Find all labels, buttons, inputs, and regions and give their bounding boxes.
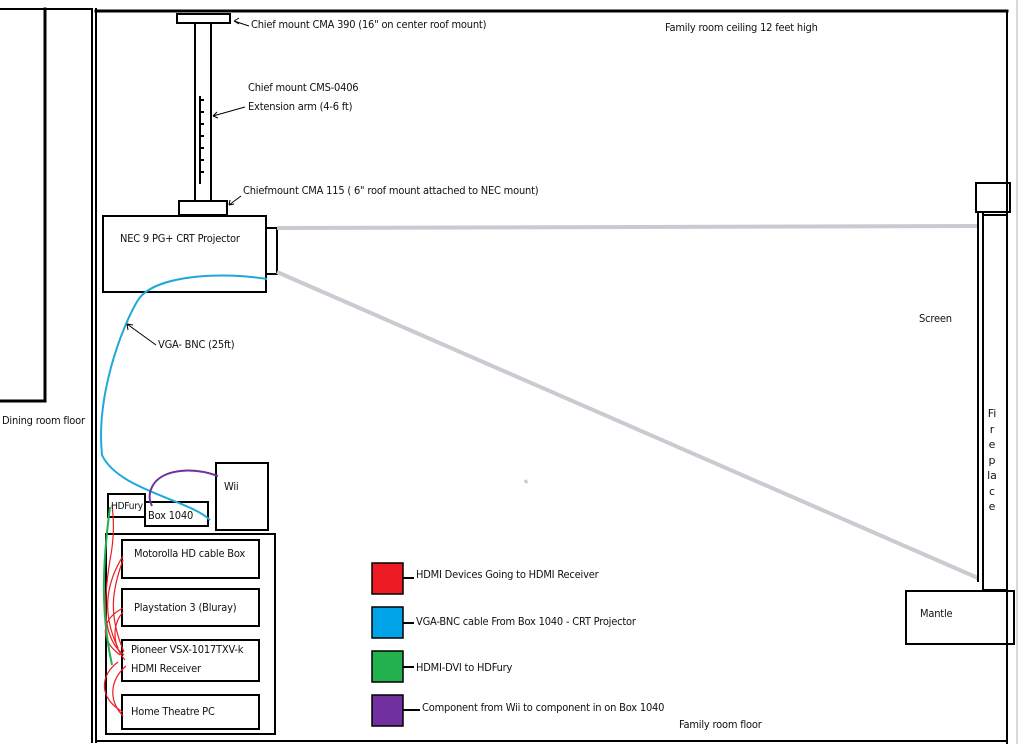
hdmi-dvi-cable [102,506,113,666]
projection-beam-top [276,224,979,230]
label-family-floor: Family room floor [679,718,762,731]
label-vga-cable: VGA- BNC (25ft) [158,338,235,351]
legend-label-dvi: HDMI-DVI to HDFury [416,661,513,674]
motorola-box [121,539,260,579]
label-motorola: Motorolla HD cable Box [134,547,246,560]
wii-box [215,462,269,531]
projection-beam-bottom [276,270,979,580]
label-pioneer-2: HDMI Receiver [131,662,201,675]
label-extension-arm-2: Extension arm (4-6 ft) [248,100,353,113]
extension-arm-notches [199,96,204,184]
screen-housing [975,182,1011,213]
legend-swatch-dvi [371,650,404,683]
legend-swatch-vga [371,606,404,639]
bottom-mount-cma115 [178,200,228,216]
ps3-box [121,588,260,627]
label-ceiling: Family room ceiling 12 feet high [665,21,818,34]
arrow-extension-arm [212,106,246,119]
label-projector: NEC 9 PG+ CRT Projector [120,232,240,245]
label-mount-top: Chief mount CMA 390 (16" on center roof … [251,18,487,31]
vga-bnc-cable [100,274,268,521]
label-htpc: Home Theatre PC [131,705,215,718]
arrow-vga-cable [126,323,157,346]
label-ps3: Playstation 3 (Bluray) [134,601,237,614]
projector-body [102,215,267,293]
legend-label-vga: VGA-BNC cable From Box 1040 - CRT Projec… [416,615,636,628]
label-mount-bottom: Chiefmount CMA 115 ( 6" roof mount attac… [243,184,539,197]
legend-swatch-component [371,694,404,727]
arrow-mount-bottom [228,195,242,206]
dining-room-wall [0,7,47,403]
legend-label-component: Component from Wii to component in on Bo… [422,701,665,714]
label-box1040: Box 1040 [148,509,194,522]
label-fireplace: Fireplace [987,407,997,513]
stray-dot [523,479,529,484]
component-cable [148,469,219,507]
label-dining-floor: Dining room floor [2,414,85,427]
label-hdfury: HDFury [111,501,143,512]
label-pioneer-1: Pioneer VSX-1017TXV-k [131,643,244,656]
label-screen: Screen [919,312,952,325]
label-extension-arm-1: Chief mount CMS-0406 [248,81,359,94]
projector-lens [265,227,278,275]
top-mount-cma390 [176,13,231,24]
equipment-rack [105,533,276,735]
fireplace-outline [982,214,1008,591]
mantle-box [905,590,1015,645]
label-mantle: Mantle [920,607,953,620]
arrow-mount-top [233,17,250,27]
legend-swatch-hdmi [371,562,404,595]
pioneer-box [121,639,260,682]
label-wii: Wii [224,480,239,493]
legend-label-hdmi: HDMI Devices Going to HDMI Receiver [416,568,599,581]
